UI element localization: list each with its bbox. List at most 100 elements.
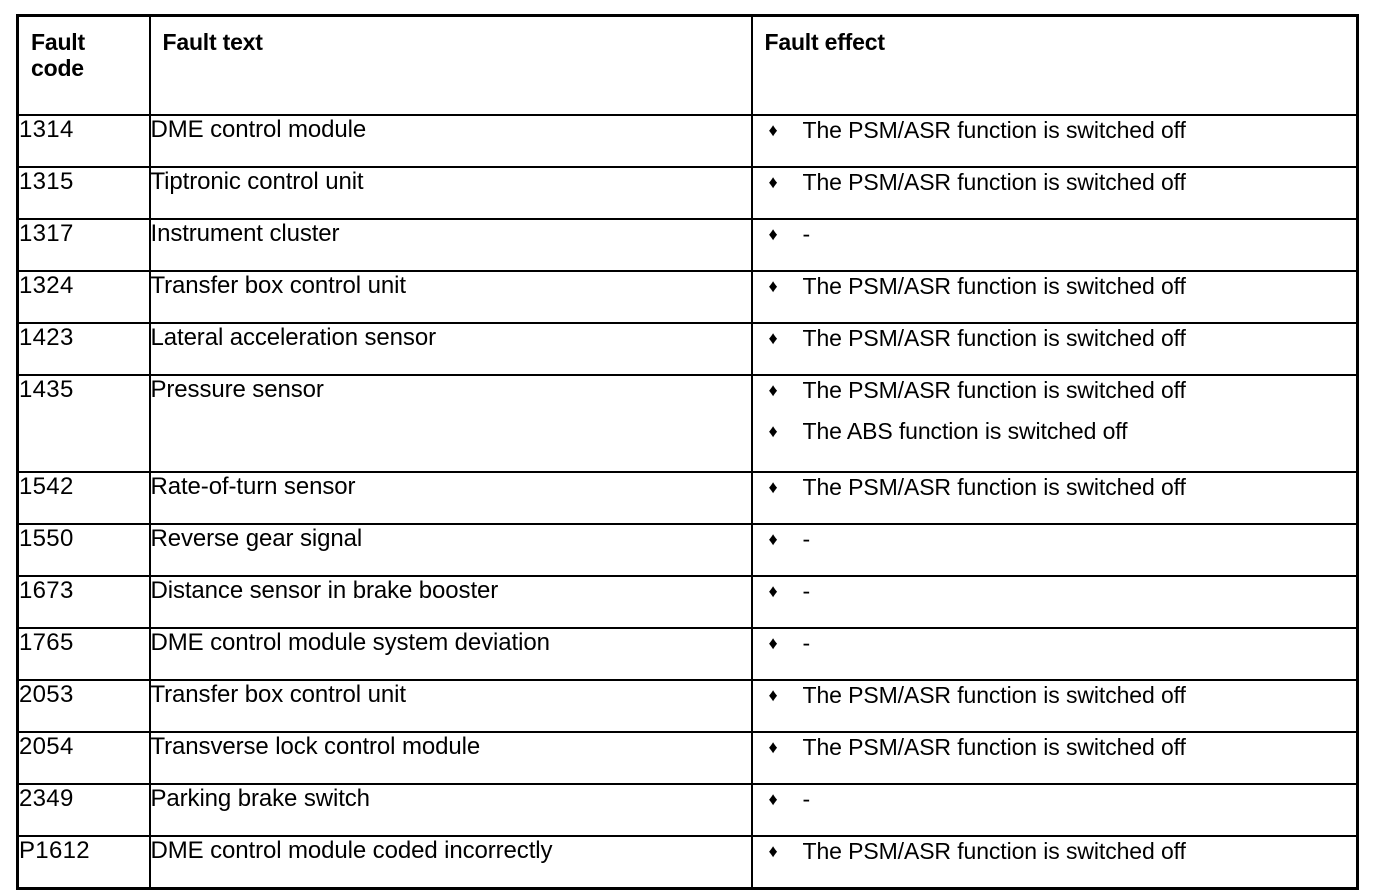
fault-effect-item: ♦- [753, 577, 1357, 605]
fault-effect-label: The PSM/ASR function is switched off [802, 838, 1186, 864]
cell-fault-effect: ♦The PSM/ASR function is switched off [750, 471, 1359, 525]
diamond-bullet-icon: ♦ [768, 477, 778, 497]
fault-effect-label: The PSM/ASR function is switched off [802, 325, 1186, 351]
cell-fault-effect: ♦- [750, 523, 1359, 577]
diamond-bullet-icon: ♦ [768, 581, 778, 601]
fault-effect-list: ♦ The PSM/ASR function is switched off [753, 272, 1357, 300]
cell-fault-text: Reverse gear signal [148, 523, 753, 577]
cell-fault-effect: ♦- [750, 783, 1359, 837]
fault-effect-label: The PSM/ASR function is switched off [802, 734, 1186, 760]
cell-fault-code: 1435 [16, 374, 151, 473]
cell-fault-code: 2054 [16, 731, 151, 785]
cell-fault-code: 1315 [16, 166, 151, 220]
fault-effect-item: ♦- [753, 785, 1357, 813]
fault-effect-list: ♦The PSM/ASR function is switched off [753, 473, 1357, 501]
column-header-fault-text: Fault text [148, 14, 753, 116]
diamond-bullet-icon: ♦ [768, 224, 778, 244]
cell-fault-text: DME control module system deviation [148, 627, 753, 681]
cell-fault-effect: ♦The PSM/ASR function is switched off [750, 679, 1359, 733]
column-header-fault-code: Fault code [16, 14, 151, 116]
fault-effect-item: ♦The PSM/ASR function is switched off [753, 681, 1357, 709]
fault-effect-item: ♦The PSM/ASR function is switched off [753, 473, 1357, 501]
cell-fault-text: Tiptronic control unit [148, 166, 753, 220]
column-header-fault-effect: Fault effect [750, 14, 1359, 116]
fault-effect-list: ♦The PSM/ASR function is switched off [753, 116, 1357, 144]
cell-fault-text: Transfer box control unit [148, 270, 753, 324]
fault-effect-item: ♦- [753, 525, 1357, 553]
cell-fault-code: 1673 [16, 575, 151, 629]
cell-fault-effect: ♦ The PSM/ASR function is switched off [750, 322, 1359, 376]
fault-effect-label: - [802, 526, 811, 552]
fault-effect-list: ♦- [753, 785, 1357, 813]
fault-effect-label: - [802, 221, 811, 247]
fault-effect-list: ♦ The PSM/ASR function is switched off ♦Th… [753, 376, 1357, 445]
fault-effect-item: ♦- [753, 629, 1357, 657]
fault-effect-item: ♦- [753, 220, 1357, 248]
fault-effect-item: ♦ The PSM/ASR function is switched off [753, 376, 1357, 404]
fault-effect-label: The ABS function is switched off [802, 418, 1128, 444]
fault-effect-item: ♦ The PSM/ASR function is switched off [753, 272, 1357, 300]
fault-effect-item: ♦ The PSM/ASR function is switched off [753, 733, 1357, 761]
cell-fault-code: 2053 [16, 679, 151, 733]
cell-fault-code: 1324 [16, 270, 151, 324]
cell-fault-effect: ♦- [750, 218, 1359, 272]
cell-fault-text: Transfer box control unit [148, 679, 753, 733]
diamond-bullet-icon: ♦ [768, 328, 778, 348]
fault-effect-list: ♦- [753, 629, 1357, 657]
cell-fault-code: 1542 [16, 471, 151, 525]
diamond-bullet-icon: ♦ [768, 789, 778, 809]
fault-effect-label: - [802, 630, 811, 656]
diamond-bullet-icon: ♦ [768, 380, 778, 400]
cell-fault-text: Transverse lock control module [148, 731, 753, 785]
cell-fault-code: 1314 [16, 114, 151, 168]
cell-fault-code: P1612 [16, 835, 151, 890]
cell-fault-text: Pressure sensor [148, 374, 753, 473]
table-header: Fault code Fault text Fault effect [16, 14, 1359, 116]
fault-effect-label: The PSM/ASR function is switched off [802, 377, 1186, 403]
fault-effect-list: ♦- [753, 525, 1357, 553]
cell-fault-text: Parking brake switch [148, 783, 753, 837]
cell-fault-text: Rate-of-turn sensor [148, 471, 753, 525]
diamond-bullet-icon: ♦ [768, 737, 778, 757]
diamond-bullet-icon: ♦ [768, 172, 778, 192]
cell-fault-effect: ♦ The PSM/ASR function is switched off [750, 166, 1359, 220]
diamond-bullet-icon: ♦ [768, 276, 778, 296]
cell-fault-code: 1765 [16, 627, 151, 681]
cell-fault-code: 1317 [16, 218, 151, 272]
diamond-bullet-icon: ♦ [768, 841, 778, 861]
fault-effect-label: The PSM/ASR function is switched off [802, 682, 1186, 708]
header-row: Fault code Fault text Fault effect [16, 14, 1359, 116]
cell-fault-code: 2349 [16, 783, 151, 837]
cell-fault-text: Distance sensor in brake booster [148, 575, 753, 629]
fault-effect-label: The PSM/ASR function is switched off [802, 169, 1186, 195]
cell-fault-text: Instrument cluster [148, 218, 753, 272]
fault-effect-list: ♦ The PSM/ASR function is switched off [753, 168, 1357, 196]
cell-fault-text: DME control module coded incorrectly [148, 835, 753, 890]
cell-fault-effect: ♦ The PSM/ASR function is switched off [750, 270, 1359, 324]
fault-effect-label: - [802, 578, 811, 604]
cell-fault-code: 1423 [16, 322, 151, 376]
cell-fault-effect: ♦The PSM/ASR function is switched off [750, 114, 1359, 168]
fault-effect-item: ♦The ABS function is switched off [753, 417, 1357, 445]
diamond-bullet-icon: ♦ [768, 529, 778, 549]
fault-effect-list: ♦ The PSM/ASR function is switched off [753, 324, 1357, 352]
fault-effect-label: The PSM/ASR function is switched off [802, 273, 1186, 299]
fault-effect-label: - [802, 786, 811, 812]
cell-fault-text: DME control module [148, 114, 753, 168]
fault-effect-list: ♦ The PSM/ASR function is switched off [753, 837, 1357, 865]
cell-fault-code: 1550 [16, 523, 151, 577]
